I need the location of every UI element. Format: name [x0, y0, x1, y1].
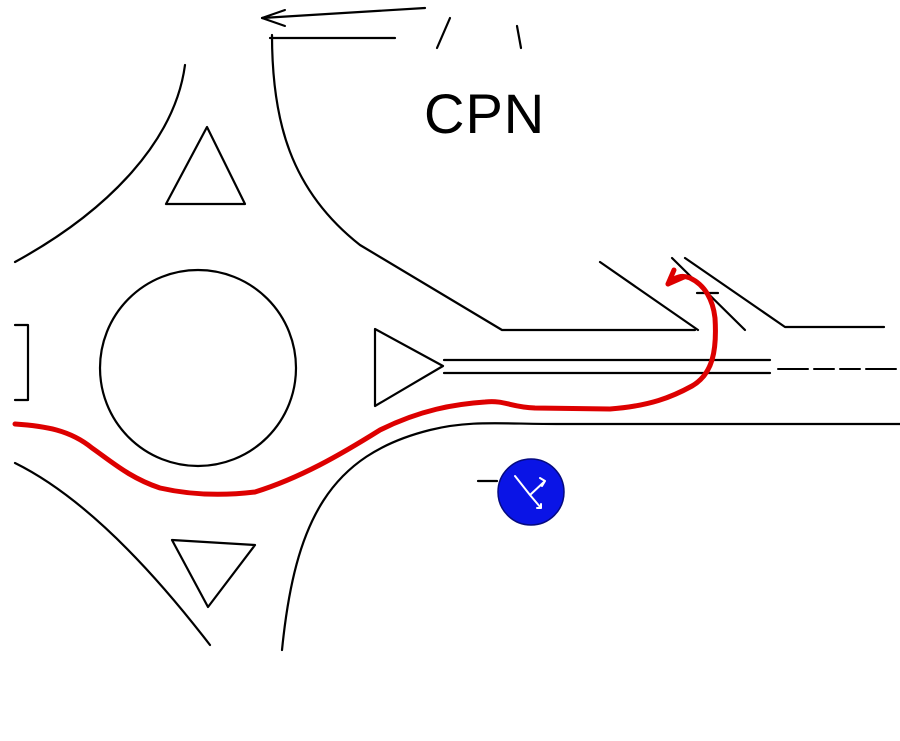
- island-right: [373, 327, 445, 408]
- diagram-label: CPN: [424, 82, 546, 145]
- top-lane-tick-1: [435, 16, 452, 50]
- road-edge-bottom-left: [13, 461, 212, 647]
- central-island: [98, 268, 298, 468]
- arrow-left-icon: [261, 9, 286, 27]
- top-lane-line-1: [260, 6, 427, 20]
- route-arrowhead-icon: [665, 267, 687, 287]
- top-lane-tick-2: [515, 24, 523, 50]
- left-splitter: [13, 323, 30, 402]
- side-road-edge-3: [683, 256, 886, 329]
- island-bottom: [170, 538, 257, 609]
- road-edge-top-right: [270, 33, 697, 332]
- side-road-edge-1: [598, 260, 700, 332]
- road-edge-top-left: [13, 63, 187, 264]
- road-edge-bottom-right: [280, 422, 900, 652]
- island-top: [164, 125, 247, 206]
- route-line: [12, 273, 718, 497]
- turn-sign-icon: [497, 458, 565, 526]
